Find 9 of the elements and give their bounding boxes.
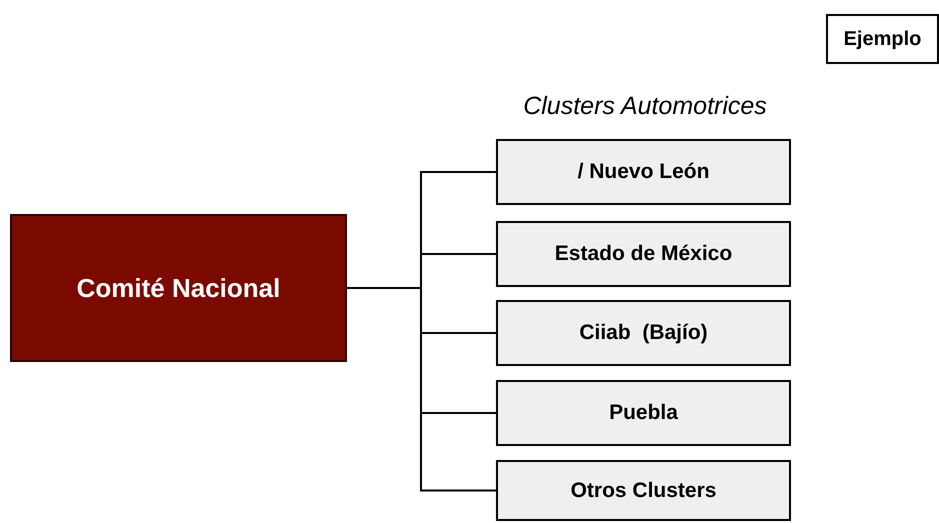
connector-line: [347, 287, 496, 492]
cluster-box: Ciiab (Bajío): [496, 300, 791, 366]
cluster-box: / Nuevo León: [496, 139, 791, 205]
cluster-box: Puebla: [496, 380, 791, 446]
cluster-box: Otros Clusters: [496, 460, 791, 521]
committee-box: Comité Nacional: [10, 214, 347, 362]
group-heading: Clusters Automotrices: [522, 92, 768, 121]
tag-box: Ejemplo: [826, 14, 939, 64]
cluster-box: Estado de México: [496, 221, 791, 287]
